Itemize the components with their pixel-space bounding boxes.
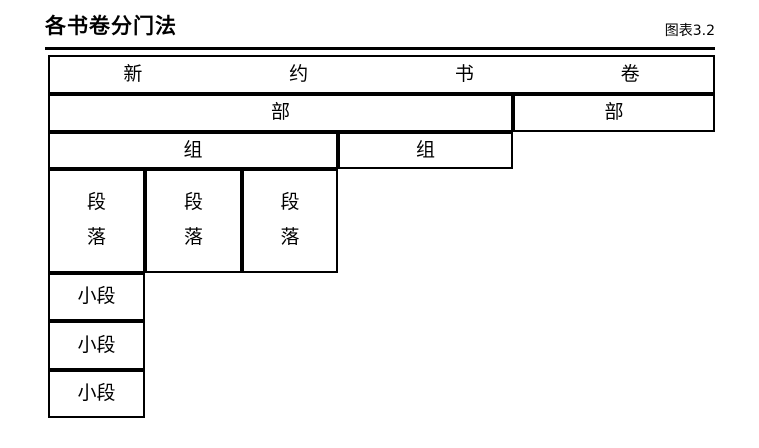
page-header: 各书卷分门法 图表3.2 bbox=[0, 0, 759, 52]
hierarchy-cell-paragraph-3: 段 落 bbox=[242, 169, 338, 273]
hierarchy-cell-paragraph-1: 段 落 bbox=[48, 169, 145, 273]
hierarchy-cell-subparagraph-1: 小段 bbox=[48, 273, 145, 321]
paragraph-3-line-2: 落 bbox=[280, 225, 300, 248]
paragraph-3-line-1: 段 bbox=[280, 190, 300, 213]
hierarchy-cell-group-2: 组 bbox=[338, 132, 513, 169]
paragraph-2-line-1: 段 bbox=[183, 190, 203, 213]
paragraph-1-line-1: 段 bbox=[86, 190, 106, 213]
figure-number: 图表3.2 bbox=[664, 23, 715, 39]
hierarchy-row-book: 新 约 书 卷 bbox=[48, 55, 715, 94]
book-label-char-4: 卷 bbox=[620, 62, 640, 85]
book-division-hierarchy-diagram: 新 约 书 卷 部 部 组 组 段 落 段 落 段 落 小段 小段 小段 bbox=[48, 55, 715, 418]
book-label-char-1: 新 bbox=[123, 62, 143, 85]
book-label-spread: 新 约 书 卷 bbox=[50, 57, 713, 92]
book-label-char-2: 约 bbox=[289, 62, 309, 85]
hierarchy-cell-section-2: 部 bbox=[513, 94, 715, 132]
title-divider-rule bbox=[45, 47, 715, 50]
hierarchy-cell-subparagraph-3: 小段 bbox=[48, 370, 145, 418]
page-title: 各书卷分门法 bbox=[45, 14, 177, 38]
hierarchy-cell-subparagraph-2: 小段 bbox=[48, 321, 145, 370]
hierarchy-cell-section-1: 部 bbox=[48, 94, 513, 132]
hierarchy-cell-group-1: 组 bbox=[48, 132, 338, 169]
hierarchy-cell-paragraph-2: 段 落 bbox=[145, 169, 242, 273]
book-label-char-3: 书 bbox=[454, 62, 474, 85]
paragraph-1-line-2: 落 bbox=[86, 225, 106, 248]
paragraph-2-line-2: 落 bbox=[183, 225, 203, 248]
